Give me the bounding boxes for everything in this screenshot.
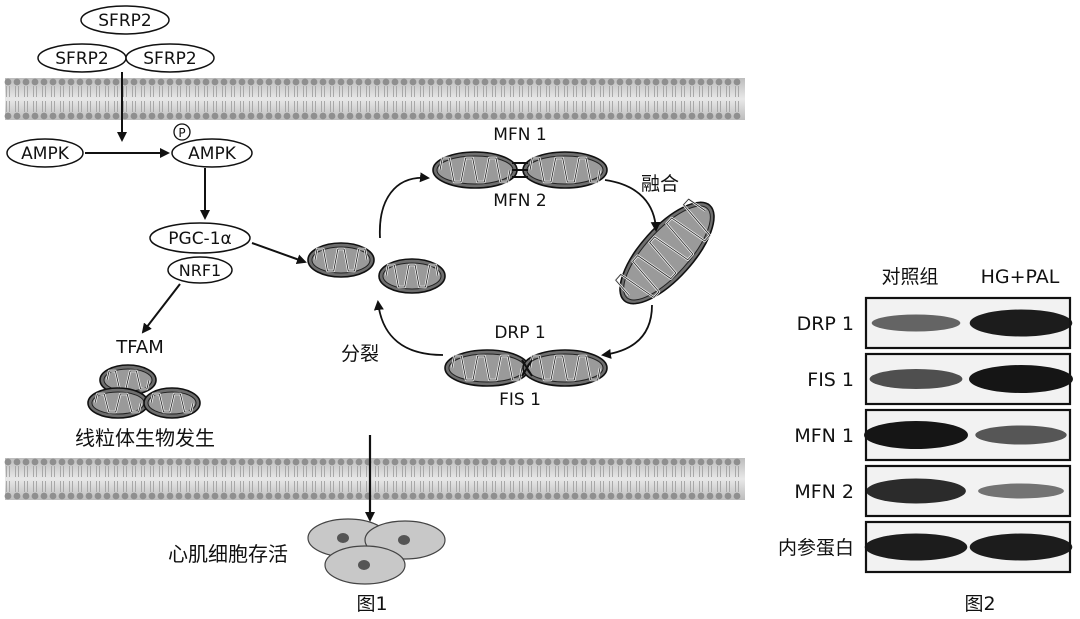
arrow-long-to-fission xyxy=(601,304,653,359)
blot-row-label: DRP 1 xyxy=(797,313,854,335)
column-label-control: 对照组 xyxy=(881,266,938,288)
mitochondrion xyxy=(378,258,446,294)
fusing-mitochondria xyxy=(432,151,608,189)
drp1-label: DRP 1 xyxy=(494,323,545,343)
mfn2-label: MFN 2 xyxy=(493,191,546,211)
mitochondrion xyxy=(522,151,608,189)
sfrp2-label-left: SFRP2 xyxy=(55,49,108,69)
blot-row-label: 内参蛋白 xyxy=(778,537,854,559)
blot-band xyxy=(978,483,1064,499)
phospho-ampk-node: P AMPK xyxy=(171,123,253,168)
mitochondria-pair xyxy=(307,242,446,294)
blot-row-label: FIS 1 xyxy=(807,369,854,391)
arrow-cycle-to-fusion xyxy=(379,172,430,239)
fusion-label: 融合 xyxy=(641,173,679,195)
blot-row-label: MFN 2 xyxy=(794,481,854,503)
biogenesis-mito-cluster xyxy=(87,364,201,419)
mitochondrion xyxy=(432,151,518,189)
arrow-fission-to-cycle xyxy=(373,300,444,356)
sfrp2-label-right: SFRP2 xyxy=(143,49,196,69)
lower-membrane xyxy=(4,458,745,500)
blot-row-label: MFN 1 xyxy=(794,425,854,447)
blot-row: FIS 1 xyxy=(807,352,1073,406)
arrow-pgc-mito xyxy=(251,242,307,265)
survival-label: 心肌细胞存活 xyxy=(168,542,288,566)
cardiomyocyte-cells xyxy=(307,518,446,585)
mitochondrion xyxy=(87,387,149,419)
figure1-caption: 图1 xyxy=(356,593,387,615)
fis1-label: FIS 1 xyxy=(499,390,541,410)
blot-band xyxy=(969,309,1073,337)
arrow-fusion-to-long xyxy=(604,179,661,232)
blot-band xyxy=(871,314,961,332)
dividing-mitochondria xyxy=(444,349,608,387)
nrf-label: NRF1 xyxy=(179,261,221,280)
upper-membrane xyxy=(4,78,745,120)
figure2-caption: 图2 xyxy=(964,593,995,615)
biogenesis-label: 线粒体生物发生 xyxy=(75,426,215,450)
p-ampk-label: AMPK xyxy=(188,144,237,164)
column-label-hgpal: HG+PAL xyxy=(981,266,1060,288)
pgc-nrf-node: PGC-1α NRF1 xyxy=(149,222,251,284)
fission-label: 分裂 xyxy=(341,343,379,365)
mitochondrion xyxy=(444,349,530,387)
blot-row: DRP 1 xyxy=(797,296,1073,350)
blot-row: MFN 2 xyxy=(794,464,1072,518)
ampk-label: AMPK xyxy=(21,144,70,164)
blot-band xyxy=(975,425,1067,445)
blot-band xyxy=(869,369,963,389)
blot-band xyxy=(864,421,968,449)
sfrp2-cluster: SFRP2 SFRP2 SFRP2 xyxy=(37,5,215,73)
blot-row: MFN 1 xyxy=(794,408,1072,462)
mitochondrion xyxy=(307,242,375,278)
sfrp2-label-top: SFRP2 xyxy=(98,11,151,31)
mfn1-label: MFN 1 xyxy=(493,125,546,145)
blot-band xyxy=(864,533,968,561)
mitochondrion xyxy=(614,197,715,305)
elongated-mitochondrion xyxy=(614,197,715,305)
mitochondrion xyxy=(143,387,201,419)
blot-band xyxy=(866,478,966,504)
pgc-label: PGC-1α xyxy=(168,229,231,249)
mitochondrion xyxy=(522,349,608,387)
blot-row: 内参蛋白 xyxy=(778,520,1073,574)
phospho-label: P xyxy=(178,126,185,140)
ampk-node: AMPK xyxy=(6,138,84,168)
tfam-label: TFAM xyxy=(115,337,164,358)
blot-band xyxy=(969,533,1073,561)
arrow-nrf-tfam xyxy=(141,283,181,334)
blot-band xyxy=(969,365,1073,393)
western-blot: 对照组 HG+PAL DRP 1 FIS 1 MFN 1 MFN 2 内参蛋白 xyxy=(778,266,1073,574)
